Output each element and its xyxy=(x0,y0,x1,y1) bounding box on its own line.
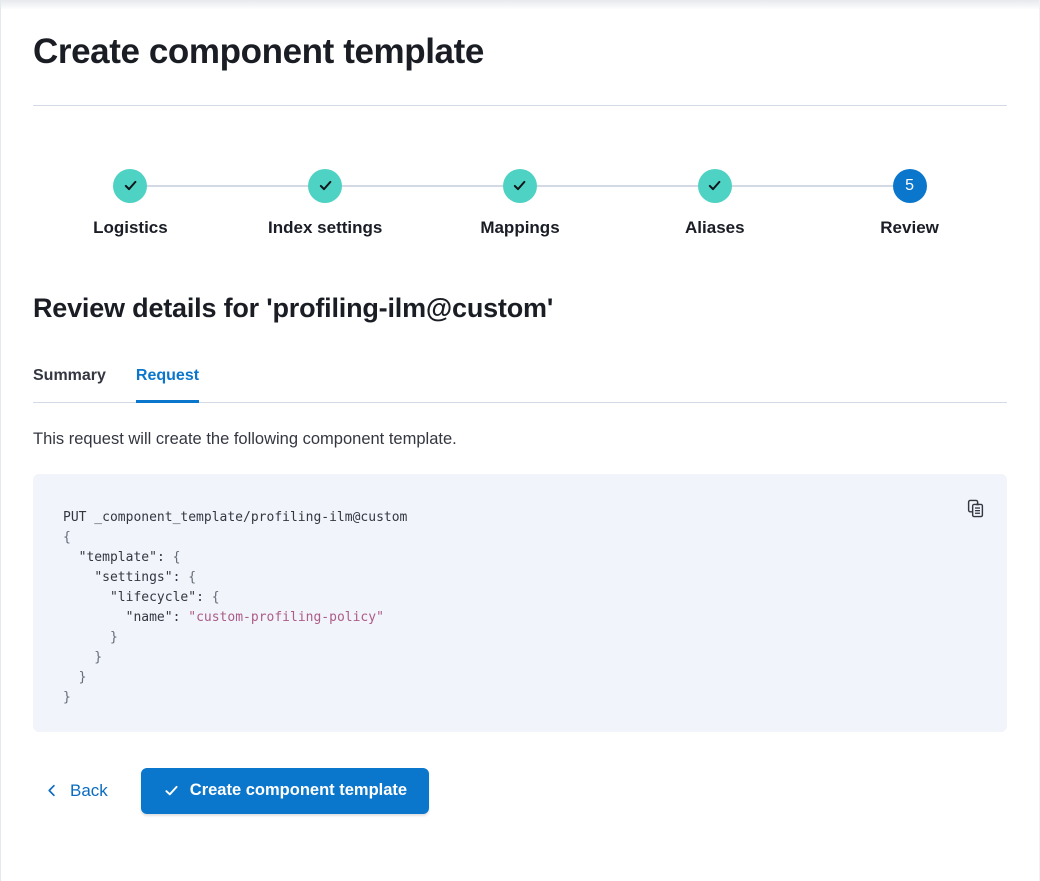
header-divider xyxy=(33,104,1007,106)
check-icon xyxy=(122,177,139,194)
review-tabs: Summary Request xyxy=(33,367,1007,403)
code-line: "lifecycle": { xyxy=(109,589,220,605)
code-line: } xyxy=(63,689,71,705)
code-line: { xyxy=(63,529,71,545)
create-component-template-label: Create component template xyxy=(189,781,408,800)
code-line: } xyxy=(63,629,118,645)
step-complete-circle xyxy=(113,168,148,203)
review-heading: Review details for 'profiling-ilm@custom… xyxy=(33,292,554,323)
request-description: This request will create the following c… xyxy=(33,429,457,448)
create-component-template-button[interactable]: Create component template xyxy=(140,767,430,814)
code-line: PUT _component_template/profiling-ilm@cu… xyxy=(63,509,408,525)
step-label: Aliases xyxy=(685,217,745,237)
step-label: Review xyxy=(880,217,939,237)
check-icon xyxy=(163,782,180,799)
copy-clipboard-icon xyxy=(966,499,985,521)
footer-actions: Back Create component template xyxy=(45,767,1007,814)
step-index-settings[interactable]: Index settings xyxy=(228,168,423,238)
step-complete-circle xyxy=(308,168,343,203)
page-title: Create component template xyxy=(33,32,484,71)
code-line: "name": "custom-profiling-policy" xyxy=(125,609,384,625)
back-button-label: Back xyxy=(70,780,108,800)
check-icon xyxy=(317,177,334,194)
code-line: "template": { xyxy=(78,549,181,565)
tab-summary[interactable]: Summary xyxy=(33,366,106,384)
back-button[interactable]: Back xyxy=(45,781,108,801)
step-logistics[interactable]: Logistics xyxy=(33,168,228,238)
step-label: Index settings xyxy=(268,217,383,237)
step-complete-circle xyxy=(697,168,732,203)
copy-button[interactable] xyxy=(964,497,987,520)
create-component-template-page: Create component template Logistics Index… xyxy=(1,30,1039,814)
request-code: PUT _component_template/profiling-ilm@cu… xyxy=(63,508,947,708)
step-label: Logistics xyxy=(93,217,168,237)
check-icon xyxy=(706,177,723,194)
step-number-circle: 5 xyxy=(892,168,927,203)
tab-request[interactable]: Request xyxy=(135,367,200,403)
code-line: } xyxy=(63,649,103,665)
step-mappings[interactable]: Mappings xyxy=(423,168,618,238)
step-label: Mappings xyxy=(480,217,560,237)
step-complete-circle xyxy=(502,168,537,203)
step-aliases[interactable]: Aliases xyxy=(617,168,812,238)
code-line: "settings": { xyxy=(94,569,197,585)
window-top-edge xyxy=(1,0,1039,9)
check-icon xyxy=(511,177,528,194)
chevron-left-icon xyxy=(45,783,59,798)
request-code-block: PUT _component_template/profiling-ilm@cu… xyxy=(33,473,1007,732)
code-line: } xyxy=(63,669,87,685)
